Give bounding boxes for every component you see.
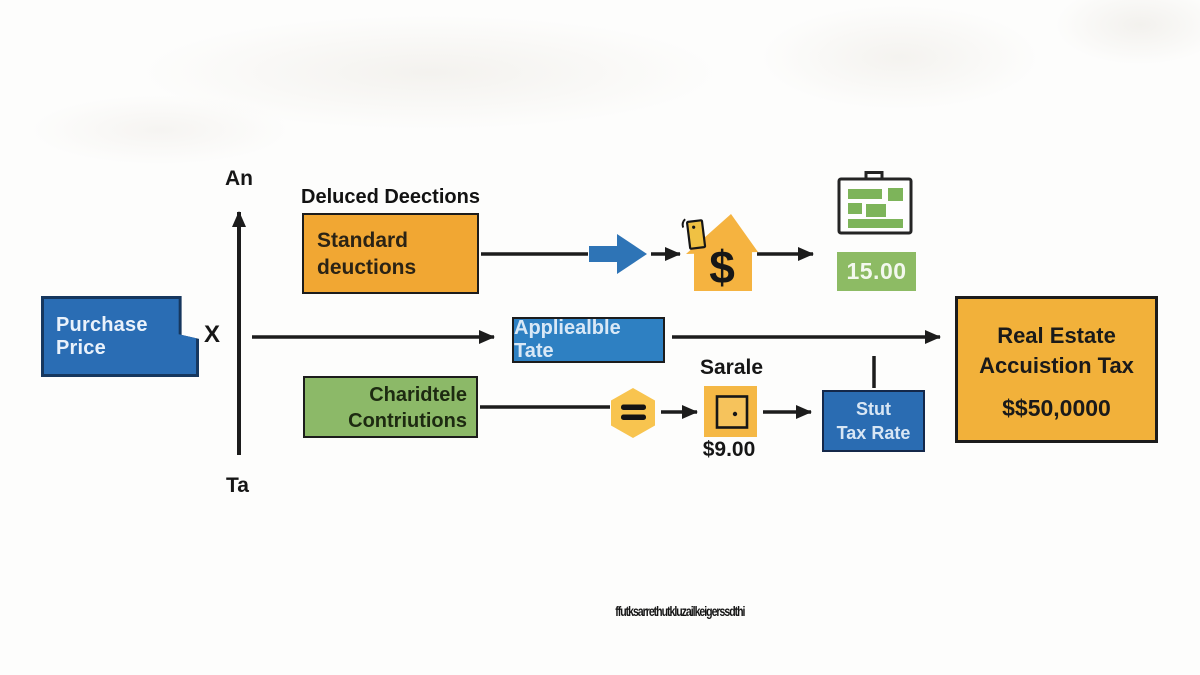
dollar-symbol: $ bbox=[709, 241, 735, 293]
purchase-price-box-fill: Purchase Price bbox=[44, 299, 196, 374]
standard-deductions-box: Standard deuctions bbox=[302, 213, 479, 294]
result-value: $$50,0000 bbox=[1002, 395, 1111, 421]
charitable-line2: Contriutions bbox=[348, 410, 467, 432]
axis-bottom-label: Ta bbox=[226, 474, 249, 497]
charitable-line1: Charidtele bbox=[369, 384, 467, 406]
state-tax-line1: Stut bbox=[856, 399, 891, 419]
rate-value-box: 15.00 bbox=[837, 252, 916, 291]
blue-block-arrow-icon bbox=[589, 234, 647, 274]
axis-top-label: An bbox=[225, 167, 253, 190]
multiply-operator-label: X bbox=[204, 321, 221, 348]
state-tax-rate-box: Stut Tax Rate bbox=[822, 390, 925, 452]
deductions-title: Deluced Deections bbox=[301, 186, 480, 208]
result-box: Real Estate Accuistion Tax $$50,0000 bbox=[955, 296, 1158, 443]
equals-hexagon-icon bbox=[611, 388, 655, 438]
sale-value: $9.00 bbox=[702, 438, 756, 461]
footer-caption: ffutksarrethutkluzailkeigerssdthi bbox=[615, 604, 745, 619]
state-tax-line2: Tax Rate bbox=[836, 423, 911, 443]
price-tag-icon bbox=[681, 218, 707, 250]
standard-deductions-line1: Standard bbox=[317, 229, 409, 252]
applicable-rate-box: Appliealble Tate bbox=[512, 317, 665, 363]
purchase-price-box: Purchase Price bbox=[41, 296, 199, 377]
sale-title: Sarale bbox=[700, 356, 764, 379]
purchase-price-label: Purchase Price bbox=[56, 313, 148, 359]
standard-deductions-line2: deuctions bbox=[317, 256, 417, 279]
presentation-board-icon bbox=[837, 171, 913, 235]
result-line2: Accuistion Tax bbox=[979, 353, 1134, 378]
rate-value-label: 15.00 bbox=[846, 258, 907, 284]
charitable-contributions-box: Charidtele Contriutions bbox=[303, 376, 478, 438]
result-line1: Real Estate bbox=[997, 323, 1116, 348]
applicable-rate-label: Appliealble Tate bbox=[514, 317, 621, 362]
door-square-icon bbox=[704, 386, 757, 437]
